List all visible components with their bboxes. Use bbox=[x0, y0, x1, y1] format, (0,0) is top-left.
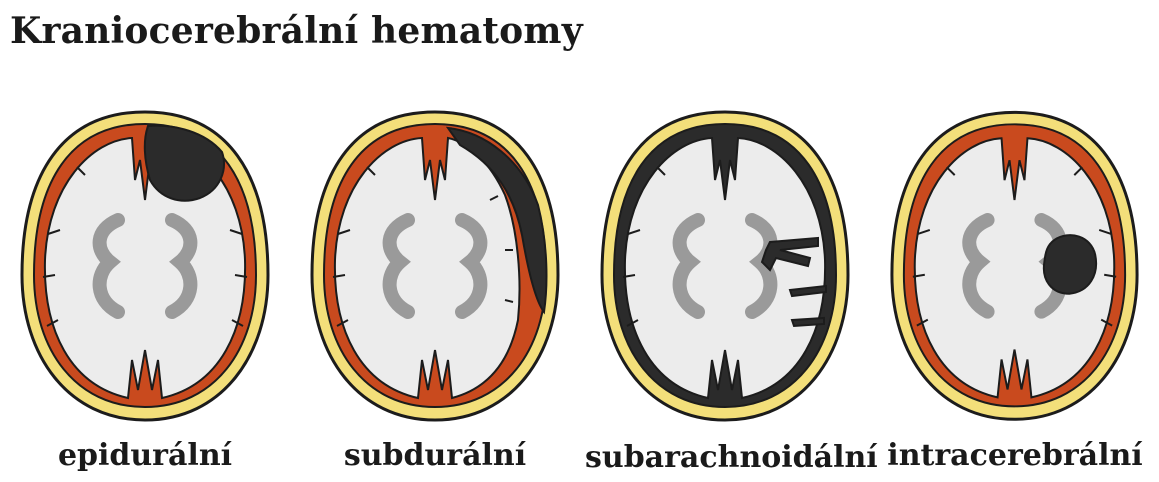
brain-section-subarachnoid bbox=[580, 0, 870, 430]
panel-epidural: epidurální bbox=[0, 0, 290, 482]
label-intracerebral: intracerebrální bbox=[880, 438, 1150, 473]
panel-subdural: subdurální bbox=[290, 0, 580, 482]
hematoma-intracerebral bbox=[1044, 235, 1096, 294]
brain bbox=[333, 138, 519, 398]
brain-section-epidural bbox=[0, 0, 290, 430]
panel-intracerebral: intracerebrální bbox=[870, 0, 1159, 482]
panel-subarachnoid: subarachnoidální bbox=[580, 0, 870, 482]
brain-section-intracerebral bbox=[870, 0, 1159, 430]
label-subdural: subdurální bbox=[310, 438, 560, 473]
brain-section-subdural bbox=[290, 0, 580, 430]
label-subarachnoid: subarachnoidální bbox=[585, 440, 870, 475]
label-epidural: epidurální bbox=[20, 438, 270, 473]
